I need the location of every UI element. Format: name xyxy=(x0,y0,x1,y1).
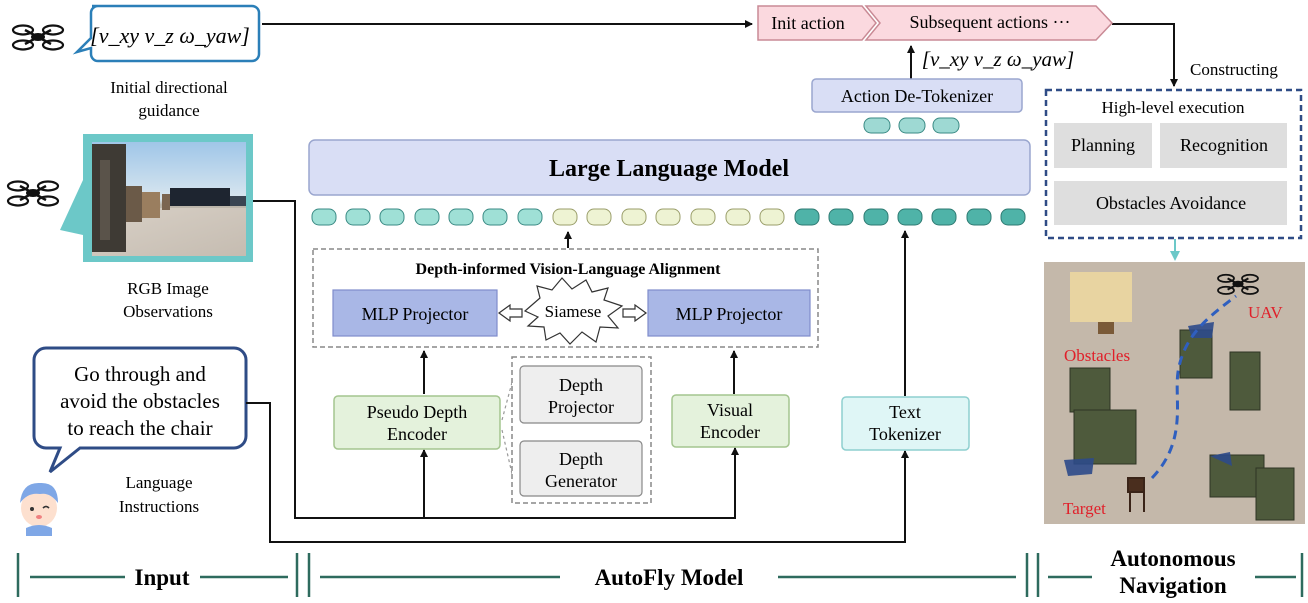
text-tokenizer-line-1: Text xyxy=(889,402,921,422)
guidance-label-2: guidance xyxy=(138,101,199,120)
detokenizer-label: Action De-Tokenizer xyxy=(841,86,993,106)
siamese-label: Siamese xyxy=(545,302,602,321)
instruction-line-3: to reach the chair xyxy=(67,416,212,440)
subsequent-actions-box: Subsequent actions ··· xyxy=(864,5,1114,41)
obstacles-avoidance-label: Obstacles Avoidance xyxy=(1096,193,1246,213)
section-nav-2: Navigation xyxy=(1119,573,1227,598)
guidance-vector: [v_xy v_z ω_yaw] xyxy=(90,23,250,48)
pseudo-depth-line-2: Encoder xyxy=(387,424,447,444)
llm-label: Large Language Model xyxy=(549,156,789,182)
obstacles-label: Obstacles xyxy=(1064,346,1130,365)
action-tokens xyxy=(863,117,960,134)
depth-generator-line-2: Generator xyxy=(545,471,617,491)
depth-module: Depth Projector Depth Generator xyxy=(511,356,652,504)
section-model: AutoFly Model xyxy=(595,565,744,590)
navigation-scene: UAV Obstacles Target xyxy=(1044,262,1305,524)
pseudo-depth-encoder: Pseudo Depth Encoder xyxy=(333,395,501,450)
depth-projector-line-1: Depth xyxy=(559,375,603,395)
rgb-label-2: Observations xyxy=(123,302,213,321)
depth-projector-line-2: Projector xyxy=(548,397,614,417)
depth-generator-line-1: Depth xyxy=(559,449,603,469)
guidance-bubble: [v_xy v_z ω_yaw] xyxy=(72,4,261,63)
recognition-label: Recognition xyxy=(1180,135,1268,155)
visual-encoder-line-2: Encoder xyxy=(700,422,760,442)
alignment-title: Depth-informed Vision-Language Alignment xyxy=(416,261,722,278)
text-tokenizer: Text Tokenizer xyxy=(841,396,970,451)
visual-encoder: Visual Encoder xyxy=(671,394,790,448)
subsequent-actions-label: Subsequent actions ··· xyxy=(910,12,1071,32)
drone-icon-rgb xyxy=(6,180,60,207)
language-label-2: Instructions xyxy=(119,497,199,516)
drone-icon-guidance xyxy=(11,24,65,51)
init-action-box: Init action xyxy=(757,5,877,41)
target-label: Target xyxy=(1063,499,1106,518)
person-avatar-icon xyxy=(20,482,58,536)
instruction-bubble: Go through and avoid the obstacles to re… xyxy=(32,346,248,474)
high-level-title: High-level execution xyxy=(1101,98,1245,117)
constructing-label: Constructing xyxy=(1190,60,1278,79)
language-label-1: Language xyxy=(125,473,192,492)
section-nav-1: Autonomous xyxy=(1110,546,1235,571)
alignment-module: Depth-informed Vision-Language Alignment… xyxy=(312,248,819,348)
uav-label: UAV xyxy=(1248,303,1283,322)
token-row xyxy=(311,208,1026,226)
instruction-line-2: avoid the obstacles xyxy=(60,389,220,413)
high-level-execution-box: High-level execution Planning Recognitio… xyxy=(1044,88,1303,240)
instruction-line-1: Go through and xyxy=(74,362,206,386)
mlp-projector-right: MLP Projector xyxy=(676,304,783,324)
planning-label: Planning xyxy=(1071,135,1135,155)
rgb-label-1: RGB Image xyxy=(127,279,209,298)
section-input: Input xyxy=(135,565,190,590)
mlp-projector-left: MLP Projector xyxy=(362,304,469,324)
pseudo-depth-line-1: Pseudo Depth xyxy=(367,402,468,422)
section-footer xyxy=(16,553,1304,597)
detokenizer-box: Action De-Tokenizer xyxy=(811,78,1023,113)
llm-box: Large Language Model xyxy=(308,139,1031,196)
text-tokenizer-line-2: Tokenizer xyxy=(869,424,941,444)
siamese-burst xyxy=(523,277,624,345)
rgb-image-frame xyxy=(60,134,253,262)
visual-encoder-line-1: Visual xyxy=(707,400,753,420)
init-action-label: Init action xyxy=(771,13,844,33)
guidance-label-1: Initial directional xyxy=(110,78,228,97)
output-action-vector: [v_xy v_z ω_yaw] xyxy=(922,47,1074,71)
